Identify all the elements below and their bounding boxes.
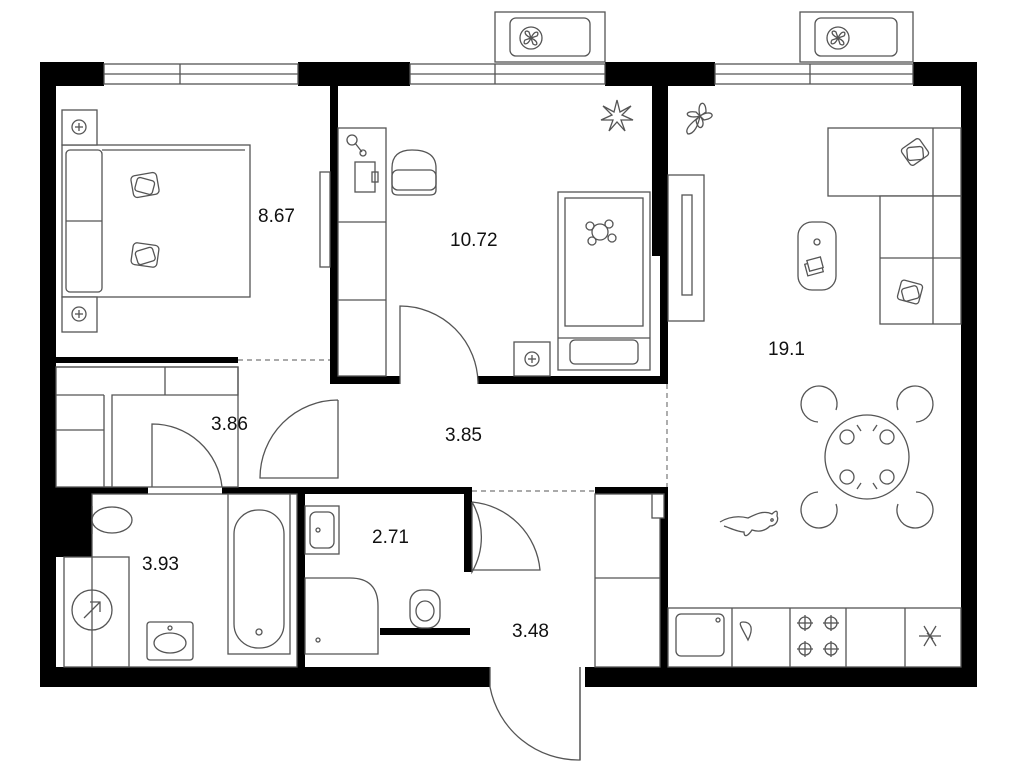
boiler-icon [71, 589, 113, 631]
book-icon [803, 256, 825, 277]
kitchen-counter [667, 607, 962, 668]
wardrobe-area-label: 3.86 [211, 414, 248, 435]
bathroom: 3.93 [63, 493, 298, 668]
dining-table [824, 414, 910, 500]
place-settings [839, 424, 895, 490]
dining-chairs [800, 385, 934, 529]
living-kitchen-area-label: 19.1 [768, 339, 805, 360]
coffee-table [797, 221, 837, 291]
wardrobe: 3.86 [55, 366, 248, 488]
cat-icon [719, 510, 779, 537]
shower-room: 2.71 [304, 501, 541, 655]
plant-icon [686, 102, 713, 135]
bedroom: 8.67 [61, 109, 331, 333]
office-chair [391, 149, 437, 196]
entrance-area-label: 3.48 [512, 621, 549, 642]
windows [103, 63, 914, 85]
study-area-label: 10.72 [450, 230, 498, 251]
socket-icon [524, 351, 540, 367]
zone-separators [238, 359, 668, 492]
toilet-icon [91, 506, 133, 534]
ac-unit-left [494, 11, 606, 63]
fan-icon [519, 26, 543, 50]
living-kitchen: 19.1 [667, 102, 962, 668]
snowflake-icon [919, 625, 941, 647]
study: 10.72 [337, 99, 651, 377]
hall: 3.85 [259, 305, 482, 479]
hall-area-label: 3.85 [445, 425, 482, 446]
ac-unit-right [799, 11, 914, 63]
shower-room-area-label: 2.71 [372, 527, 409, 548]
bidet-icon [409, 589, 441, 629]
socket-icon [71, 119, 87, 135]
cooktop-icon [797, 615, 839, 657]
walls [40, 62, 977, 687]
toy-icon [585, 219, 617, 246]
bedroom-area-label: 8.67 [258, 206, 295, 227]
shower-tray [304, 577, 379, 655]
pillow-icon [900, 138, 930, 166]
plant-icon [600, 99, 634, 132]
fan-icon [826, 26, 850, 50]
socket-icon [71, 306, 87, 322]
bathroom-area-label: 3.93 [142, 554, 179, 575]
lamp-icon [346, 134, 367, 157]
entrance: 3.48 [489, 493, 665, 761]
pillow-icon [130, 242, 160, 268]
bathtub [227, 493, 291, 655]
pillow-icon [130, 171, 160, 199]
laptop-icon [354, 161, 379, 193]
pillow-icon [896, 279, 924, 305]
entrance-door[interactable] [489, 667, 581, 761]
